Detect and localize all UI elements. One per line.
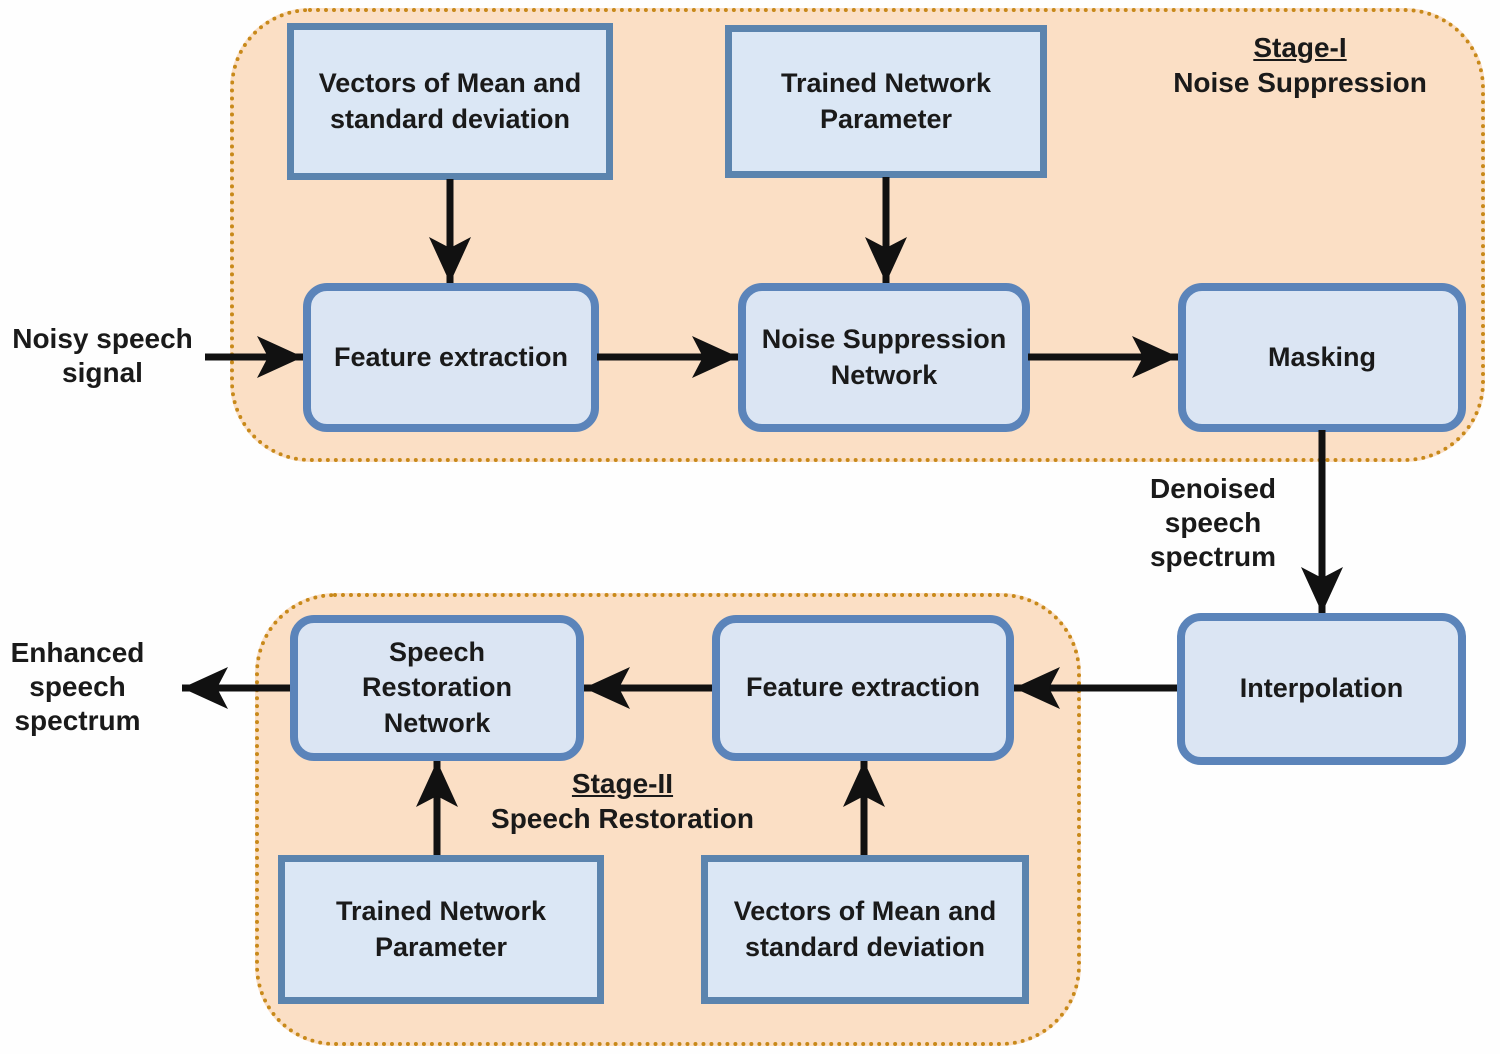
stage1-subtitle: Noise Suppression — [1173, 67, 1427, 98]
stage2-label: Stage-II Speech Restoration — [480, 766, 765, 836]
node-feature-extraction-stage1: Feature extraction — [303, 283, 599, 432]
input-label: Noisy speech signal — [12, 323, 193, 389]
stage2-title: Stage-II — [571, 768, 674, 799]
node-vectors-mean-std-stage2: Vectors of Mean and standard deviation — [701, 855, 1029, 1004]
node-noise-suppression-network: Noise Suppression Network — [738, 283, 1030, 432]
stage2-subtitle: Speech Restoration — [491, 803, 754, 834]
stage1-title: Stage-I — [1253, 32, 1347, 63]
node-masking: Masking — [1178, 283, 1466, 432]
node-feature-extraction-stage2: Feature extraction — [712, 615, 1014, 761]
node-trained-network-parameter-stage2: Trained Network Parameter — [278, 855, 604, 1004]
node-speech-restoration-network: Speech Restoration Network — [290, 615, 584, 761]
denoised-label: Denoised speech spectrum — [1149, 473, 1277, 573]
node-trained-network-parameter-stage1: Trained Network Parameter — [725, 25, 1047, 178]
node-interpolation: Interpolation — [1177, 613, 1466, 765]
stage1-label: Stage-I Noise Suppression — [1150, 30, 1450, 100]
output-label: Enhanced speech spectrum — [10, 637, 145, 737]
node-vectors-mean-std-stage1: Vectors of Mean and standard deviation — [287, 23, 613, 180]
